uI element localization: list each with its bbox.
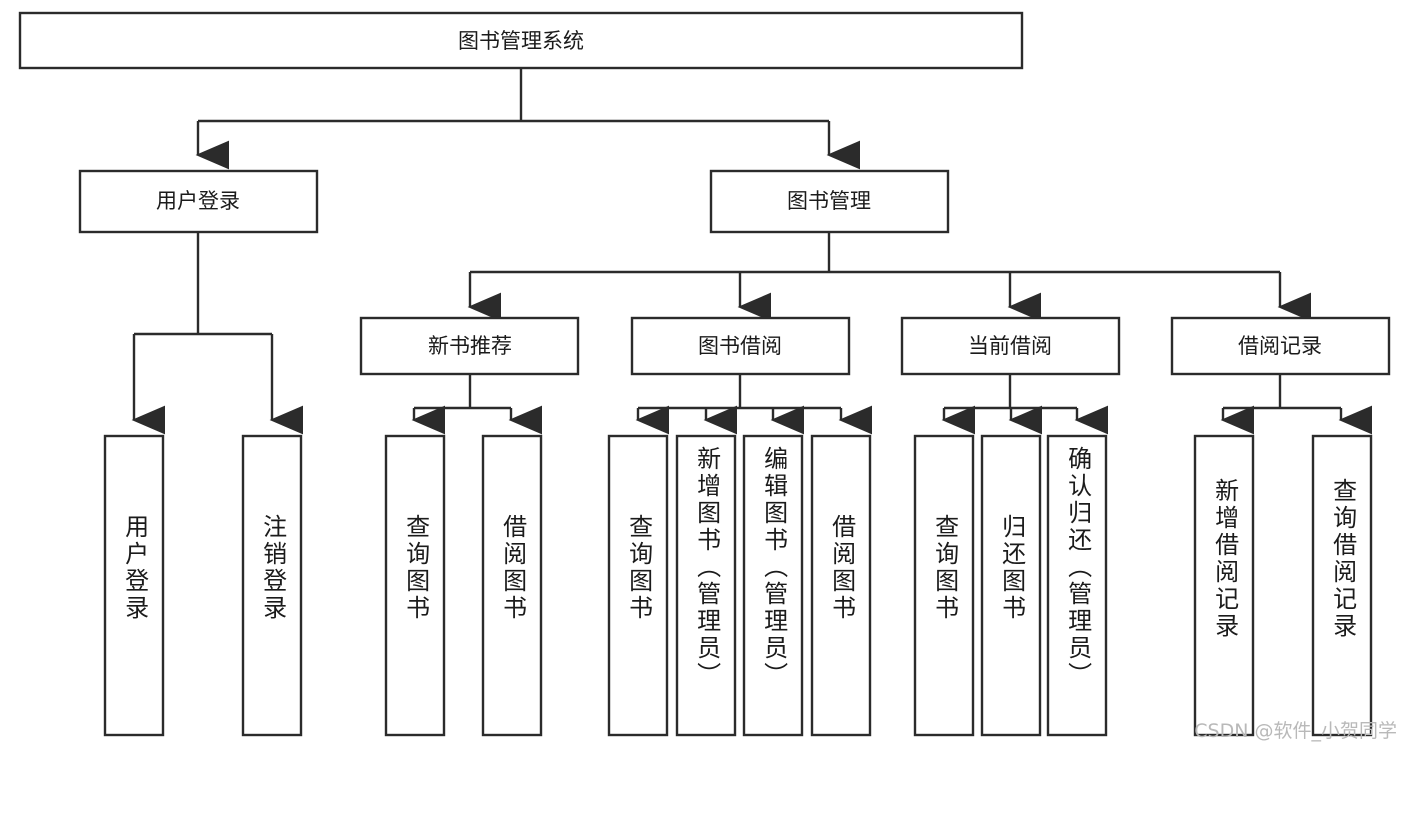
leaf-box-user-login-0[interactable] [103,434,165,737]
leaf-box-book-borrow-3[interactable] [810,434,872,737]
tree-canvas: 图书管理系统 用户登录 图书管理 新书推荐 图书借阅 当前借阅 [18,11,1391,737]
node-root-system[interactable] [18,11,1024,70]
node-user-login-label: 用户登录 [156,189,240,213]
leaf-box-book-borrow-1[interactable] [675,434,737,737]
org-chart-diagram: 图书管理系统 用户登录 图书管理 新书推荐 图书借阅 当前借阅 [18,11,1397,742]
node-book-management-label: 图书管理 [787,189,871,213]
leaf-box-borrow-record-0[interactable] [1193,434,1255,737]
node-book-borrow-label: 图书借阅 [698,334,782,358]
node-book-management[interactable] [709,169,950,234]
leaf-box-book-borrow-0[interactable] [607,434,669,737]
leaf-box-new-book-0[interactable] [384,434,446,737]
node-root-system-label: 图书管理系统 [458,29,584,53]
leaf-box-current-borrow-1[interactable] [980,434,1042,737]
node-current-borrow-label: 当前借阅 [968,334,1052,358]
node-borrow-record[interactable] [1170,316,1391,376]
node-borrow-record-label: 借阅记录 [1238,334,1322,358]
leaf-box-book-borrow-2[interactable] [742,434,804,737]
leaf-box-user-login-1[interactable] [241,434,303,737]
node-new-book-recommend-label: 新书推荐 [428,334,512,358]
leaf-box-current-borrow-0[interactable] [913,434,975,737]
leaf-box-new-book-1[interactable] [481,434,543,737]
node-new-book-recommend[interactable] [359,316,580,376]
leaf-box-borrow-record-1[interactable] [1311,434,1373,737]
node-book-borrow[interactable] [630,316,851,376]
node-current-borrow[interactable] [900,316,1121,376]
leaf-box-current-borrow-2[interactable] [1046,434,1108,737]
